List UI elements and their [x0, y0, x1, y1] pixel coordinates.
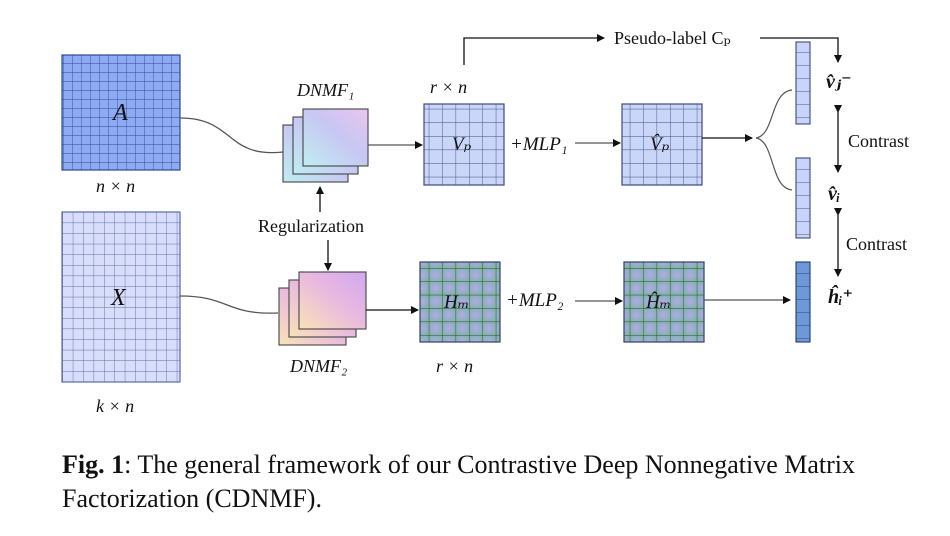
- vj-neg-label: v̂ⱼ⁻: [826, 71, 852, 93]
- matrix-vp-hat-label: V̂ₚ: [650, 134, 670, 155]
- dnmf1-label: DNMF₁: [296, 80, 354, 100]
- matrix-vp-label: Vₚ: [452, 134, 472, 155]
- dnmf2-label: DNMF₂: [289, 356, 347, 376]
- matrix-vp-hat: [621, 103, 703, 186]
- framework-diagram: A n × n X k × n DNMF₁ Regularization DNM…: [61, 28, 909, 416]
- vi-label: v̂ᵢ: [828, 183, 840, 205]
- matrix-a: [61, 54, 181, 171]
- matrix-hm: [419, 261, 501, 343]
- contrast-top-label: Contrast: [848, 131, 909, 151]
- hi-pos-label: ĥᵢ⁺: [828, 284, 853, 308]
- pseudo-label-to-vj: [760, 37, 842, 63]
- matrix-x: [61, 211, 181, 383]
- figure-caption: Fig. 1: The general framework of our Con…: [62, 448, 922, 516]
- dnmf2-block: [278, 271, 367, 346]
- hm-dims: r × n: [436, 356, 473, 376]
- dnmf1-block: [282, 108, 369, 183]
- vector-vj: [795, 41, 811, 125]
- matrix-hm-label: Hₘ: [443, 292, 469, 313]
- caption-label: Fig. 1: [62, 450, 125, 479]
- matrix-a-label: A: [111, 100, 128, 126]
- vector-hi: [795, 261, 811, 343]
- vector-vi: [795, 157, 811, 239]
- contrast-bottom-label: Contrast: [846, 234, 907, 254]
- matrix-vp: [423, 103, 505, 186]
- mlp1-label: +MLP₁: [510, 134, 567, 155]
- regularization-label: Regularization: [258, 216, 364, 236]
- matrix-hm-hat: [623, 261, 705, 343]
- caption-text: : The general framework of our Contrasti…: [62, 450, 855, 513]
- pseudo-label-path: [463, 34, 605, 65]
- matrix-hm-hat-label: Ĥₘ: [645, 291, 671, 313]
- matrix-x-dims: k × n: [96, 396, 134, 416]
- pseudo-label-text: Pseudo-label Cₚ: [614, 28, 731, 48]
- connector-a-dnmf1: [179, 117, 284, 154]
- split-down: [755, 137, 793, 191]
- mlp2-label: +MLP₂: [506, 290, 564, 311]
- matrix-a-dims: n × n: [96, 176, 135, 196]
- vp-dims: r × n: [430, 77, 467, 97]
- matrix-x-label: X: [110, 285, 127, 311]
- split-up: [755, 89, 793, 139]
- connector-x-dnmf2: [179, 295, 279, 314]
